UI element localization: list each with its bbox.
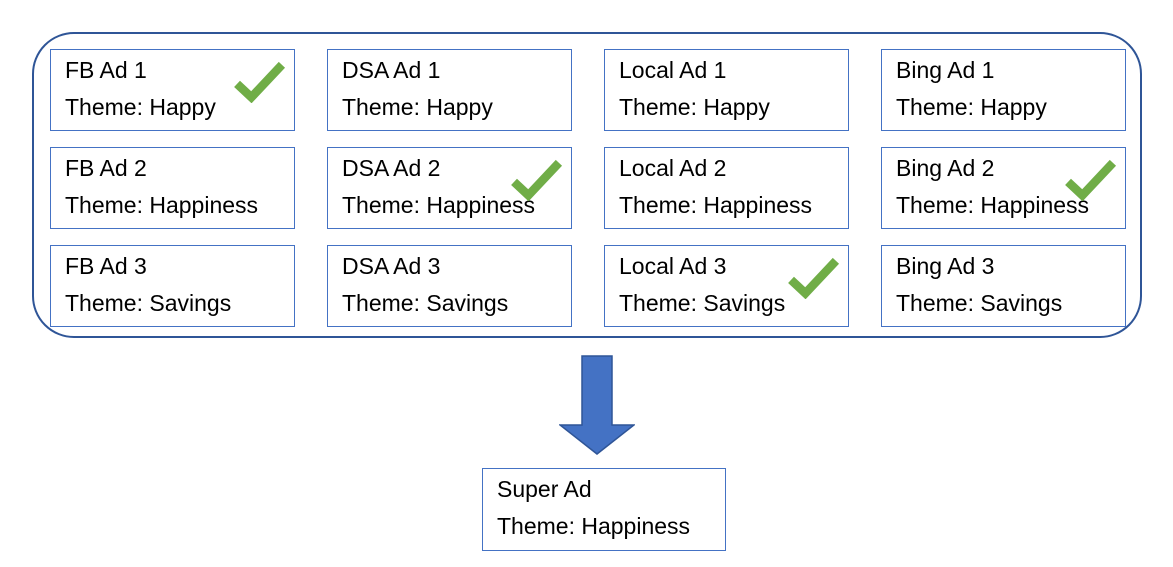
ad-theme: Theme: Happiness: [342, 192, 536, 218]
ad-name: FB Ad 3: [65, 253, 147, 279]
ad-theme: Theme: Happy: [65, 94, 216, 120]
ad-card-bing-1: Bing Ad 1 Theme: Happy: [881, 49, 1126, 131]
ad-name: Local Ad 3: [619, 253, 727, 279]
ad-name: Local Ad 1: [619, 57, 727, 83]
ad-card-dsa-3: DSA Ad 3 Theme: Savings: [327, 245, 572, 327]
ad-card-bing-3: Bing Ad 3 Theme: Savings: [881, 245, 1126, 327]
check-icon: [1065, 159, 1117, 201]
ad-grid: FB Ad 1 Theme: Happy DSA Ad 1 Theme: Hap…: [50, 49, 1126, 327]
check-icon: [788, 257, 840, 299]
ad-card-fb-2: FB Ad 2 Theme: Happiness: [50, 147, 295, 229]
ad-theme: Theme: Happiness: [619, 192, 813, 218]
ad-name: Local Ad 2: [619, 155, 727, 181]
ad-theme: Theme: Happy: [619, 94, 770, 120]
ad-name: Bing Ad 2: [896, 155, 995, 181]
ad-theme: Theme: Happy: [896, 94, 1047, 120]
super-ad-card: Super Ad Theme: Happiness: [482, 468, 726, 551]
super-ad-theme: Theme: Happiness: [497, 513, 691, 539]
ad-card-local-2: Local Ad 2 Theme: Happiness: [604, 147, 849, 229]
ad-card-dsa-1: DSA Ad 1 Theme: Happy: [327, 49, 572, 131]
ad-card-fb-3: FB Ad 3 Theme: Savings: [50, 245, 295, 327]
ad-theme: Theme: Savings: [619, 290, 786, 316]
ad-name: FB Ad 1: [65, 57, 147, 83]
ad-theme: Theme: Savings: [65, 290, 232, 316]
ad-card-local-3: Local Ad 3 Theme: Savings: [604, 245, 849, 327]
ad-card-dsa-2: DSA Ad 2 Theme: Happiness: [327, 147, 572, 229]
ad-card-local-1: Local Ad 1 Theme: Happy: [604, 49, 849, 131]
ad-theme: Theme: Happiness: [896, 192, 1090, 218]
ad-name: DSA Ad 1: [342, 57, 441, 83]
ad-name: DSA Ad 3: [342, 253, 441, 279]
ad-theme: Theme: Savings: [342, 290, 509, 316]
arrow-down-icon: [559, 355, 635, 455]
ad-card-fb-1: FB Ad 1 Theme: Happy: [50, 49, 295, 131]
ad-pool-container: FB Ad 1 Theme: Happy DSA Ad 1 Theme: Hap…: [32, 32, 1142, 338]
ad-name: Bing Ad 1: [896, 57, 995, 83]
check-icon: [511, 159, 563, 201]
ad-card-bing-2: Bing Ad 2 Theme: Happiness: [881, 147, 1126, 229]
ad-name: FB Ad 2: [65, 155, 147, 181]
ad-name: DSA Ad 2: [342, 155, 441, 181]
ad-theme: Theme: Happy: [342, 94, 493, 120]
ad-name: Bing Ad 3: [896, 253, 995, 279]
ad-theme: Theme: Savings: [896, 290, 1063, 316]
check-icon: [234, 61, 286, 103]
ad-theme: Theme: Happiness: [65, 192, 259, 218]
super-ad-name: Super Ad: [497, 476, 592, 502]
